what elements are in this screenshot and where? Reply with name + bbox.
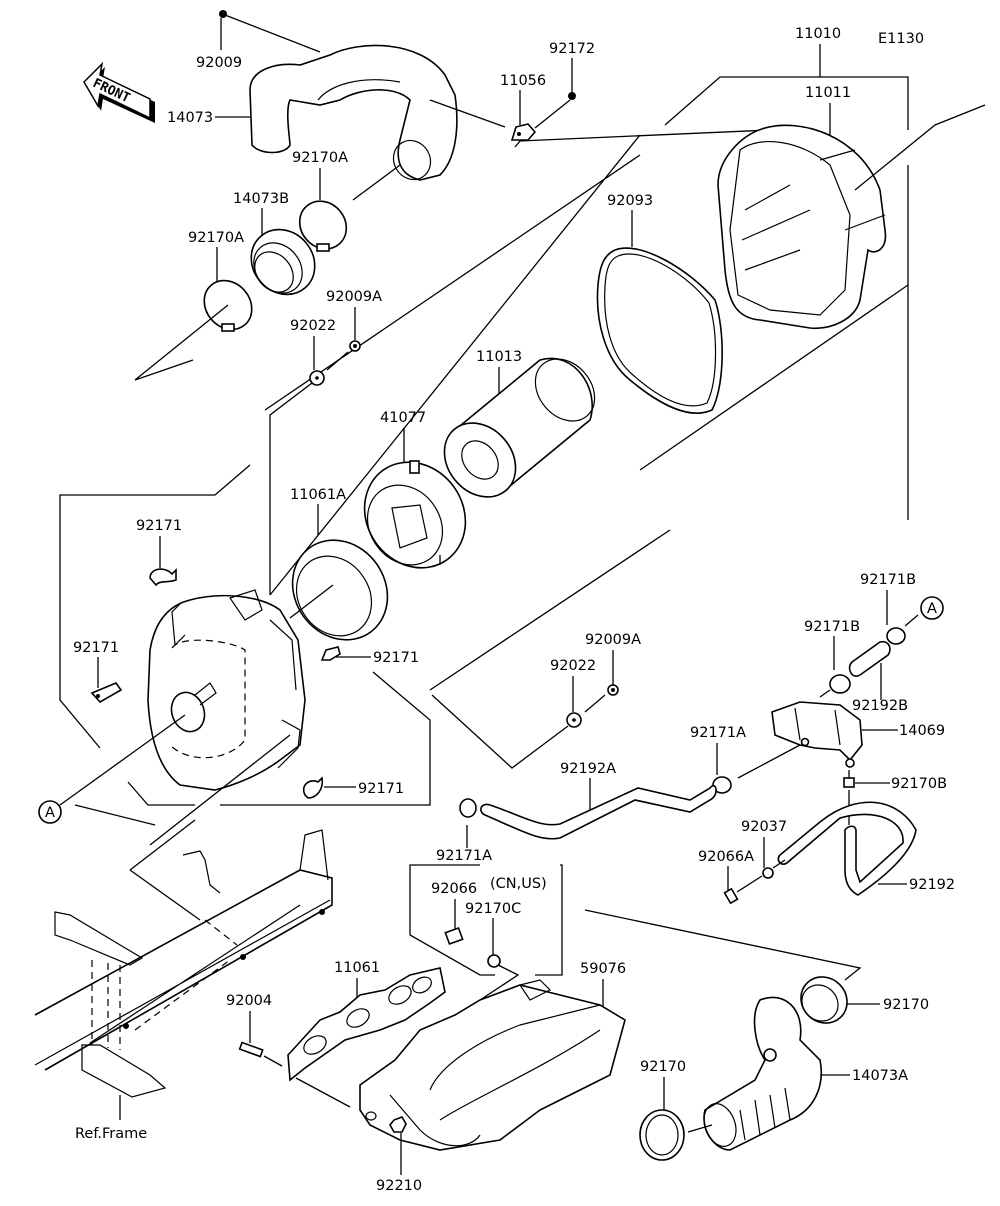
washer-92022-mid[interactable] <box>566 712 582 728</box>
callout-92037: 92037 <box>741 819 787 835</box>
connector-a-right-label: A <box>927 601 937 617</box>
callout-92066A: 92066A <box>698 849 754 865</box>
callout-14073: 14073 <box>167 110 213 126</box>
air-filter-11013[interactable] <box>430 347 607 511</box>
clamp-92171A-b[interactable] <box>459 798 477 818</box>
callout-92171A-b: 92171A <box>436 848 492 864</box>
callout-92022-mid: 92022 <box>550 658 596 674</box>
gasket-11061[interactable] <box>287 967 446 1082</box>
air-cleaner-cover[interactable] <box>147 589 306 791</box>
clip-92171-c[interactable] <box>320 646 341 661</box>
clamp-92170B[interactable] <box>843 777 855 788</box>
hose-clamp-92170A-top[interactable] <box>290 192 356 259</box>
diagram-code: E1130 <box>878 31 924 47</box>
callout-11010: 11010 <box>795 26 841 42</box>
stud-92004[interactable] <box>238 1041 264 1058</box>
clamp-92171B-a[interactable] <box>886 627 906 645</box>
callout-92009A-mid: 92009A <box>585 632 641 648</box>
callout-92066: 92066 <box>431 881 477 897</box>
callout-92192A: 92192A <box>560 761 616 777</box>
callout-92170-b: 92170 <box>640 1059 686 1075</box>
intake-duct-14073A[interactable] <box>698 996 822 1151</box>
washer-92022-top[interactable] <box>309 370 325 386</box>
filter-cage-41077[interactable] <box>344 442 486 587</box>
reference-frame <box>34 829 333 1098</box>
callout-41077: 41077 <box>380 410 426 426</box>
clamp-92170C[interactable] <box>487 954 501 968</box>
resonator-14069[interactable] <box>771 701 863 768</box>
screw-92009A-mid[interactable] <box>607 684 619 696</box>
screw-92009A-top[interactable] <box>349 340 361 352</box>
connector-a-left-label: A <box>45 805 55 821</box>
callout-92170-a: 92170 <box>883 997 929 1013</box>
callout-92170A-left: 92170A <box>188 230 244 246</box>
callout-11013: 11013 <box>476 349 522 365</box>
callout-11011: 11011 <box>805 85 851 101</box>
hose-clamp-92170-b[interactable] <box>639 1109 685 1161</box>
callout-92171-c: 92171 <box>373 650 419 666</box>
callout-92172: 92172 <box>549 41 595 57</box>
clamp-92037[interactable] <box>762 867 774 879</box>
callout-14069: 14069 <box>899 723 945 739</box>
bracket-11056[interactable] <box>510 123 537 141</box>
connector-a-right: A <box>920 596 944 620</box>
callout-92171A-a: 92171A <box>690 725 746 741</box>
callout-92093: 92093 <box>607 193 653 209</box>
callout-92009: 92009 <box>196 55 242 71</box>
cap-92066A[interactable] <box>723 887 739 905</box>
callout-92170C: 92170C <box>465 901 521 917</box>
callout-92004: 92004 <box>226 993 272 1009</box>
callout-92171B-a: 92171B <box>860 572 916 588</box>
callout-11061A: 11061A <box>290 487 346 503</box>
callout-92171-d: 92171 <box>358 781 404 797</box>
callout-92210: 92210 <box>376 1178 422 1194</box>
screw-92172[interactable] <box>568 92 576 100</box>
callout-92009A-top: 92009A <box>326 289 382 305</box>
clip-92171-d[interactable] <box>302 776 324 799</box>
hose-92192[interactable] <box>777 801 917 896</box>
intake-duct-14073[interactable] <box>249 44 458 186</box>
screw-92009[interactable] <box>219 10 227 18</box>
callout-92170B: 92170B <box>891 776 947 792</box>
callout-92192B: 92192B <box>852 698 908 714</box>
clip-92171-a[interactable] <box>149 568 177 587</box>
reference-frame-label: Ref.Frame <box>75 1126 147 1142</box>
hose-92192B[interactable] <box>848 640 891 677</box>
callout-92170A-top: 92170A <box>292 150 348 166</box>
boot-14073B[interactable] <box>238 217 328 308</box>
callout-92171-a: 92171 <box>136 518 182 534</box>
region-note: (CN,US) <box>490 876 547 892</box>
callout-11056: 11056 <box>500 73 546 89</box>
callout-14073B: 14073B <box>233 191 289 207</box>
callout-92192: 92192 <box>909 877 955 893</box>
hose-clamp-92170-a[interactable] <box>791 967 856 1032</box>
callout-14073A: 14073A <box>852 1068 908 1084</box>
clip-92171-b[interactable] <box>90 682 123 704</box>
clamp-92171B-b[interactable] <box>829 674 851 694</box>
front-arrow-icon: FRONT <box>83 61 155 123</box>
callout-92171-b: 92171 <box>73 640 119 656</box>
air-cleaner-housing-11011[interactable] <box>717 124 887 330</box>
seal-ring-92093[interactable] <box>596 247 723 414</box>
callout-11061: 11061 <box>334 960 380 976</box>
intake-manifold-59076[interactable] <box>359 979 626 1151</box>
ring-11061A[interactable] <box>273 522 406 659</box>
callout-59076: 59076 <box>580 961 626 977</box>
hose-92192A[interactable] <box>480 784 717 840</box>
callout-92171B-b: 92171B <box>804 619 860 635</box>
nut-92210[interactable] <box>389 1116 407 1133</box>
callout-92022-top: 92022 <box>290 318 336 334</box>
connector-a-left: A <box>38 800 62 824</box>
cap-92066[interactable] <box>444 926 464 946</box>
